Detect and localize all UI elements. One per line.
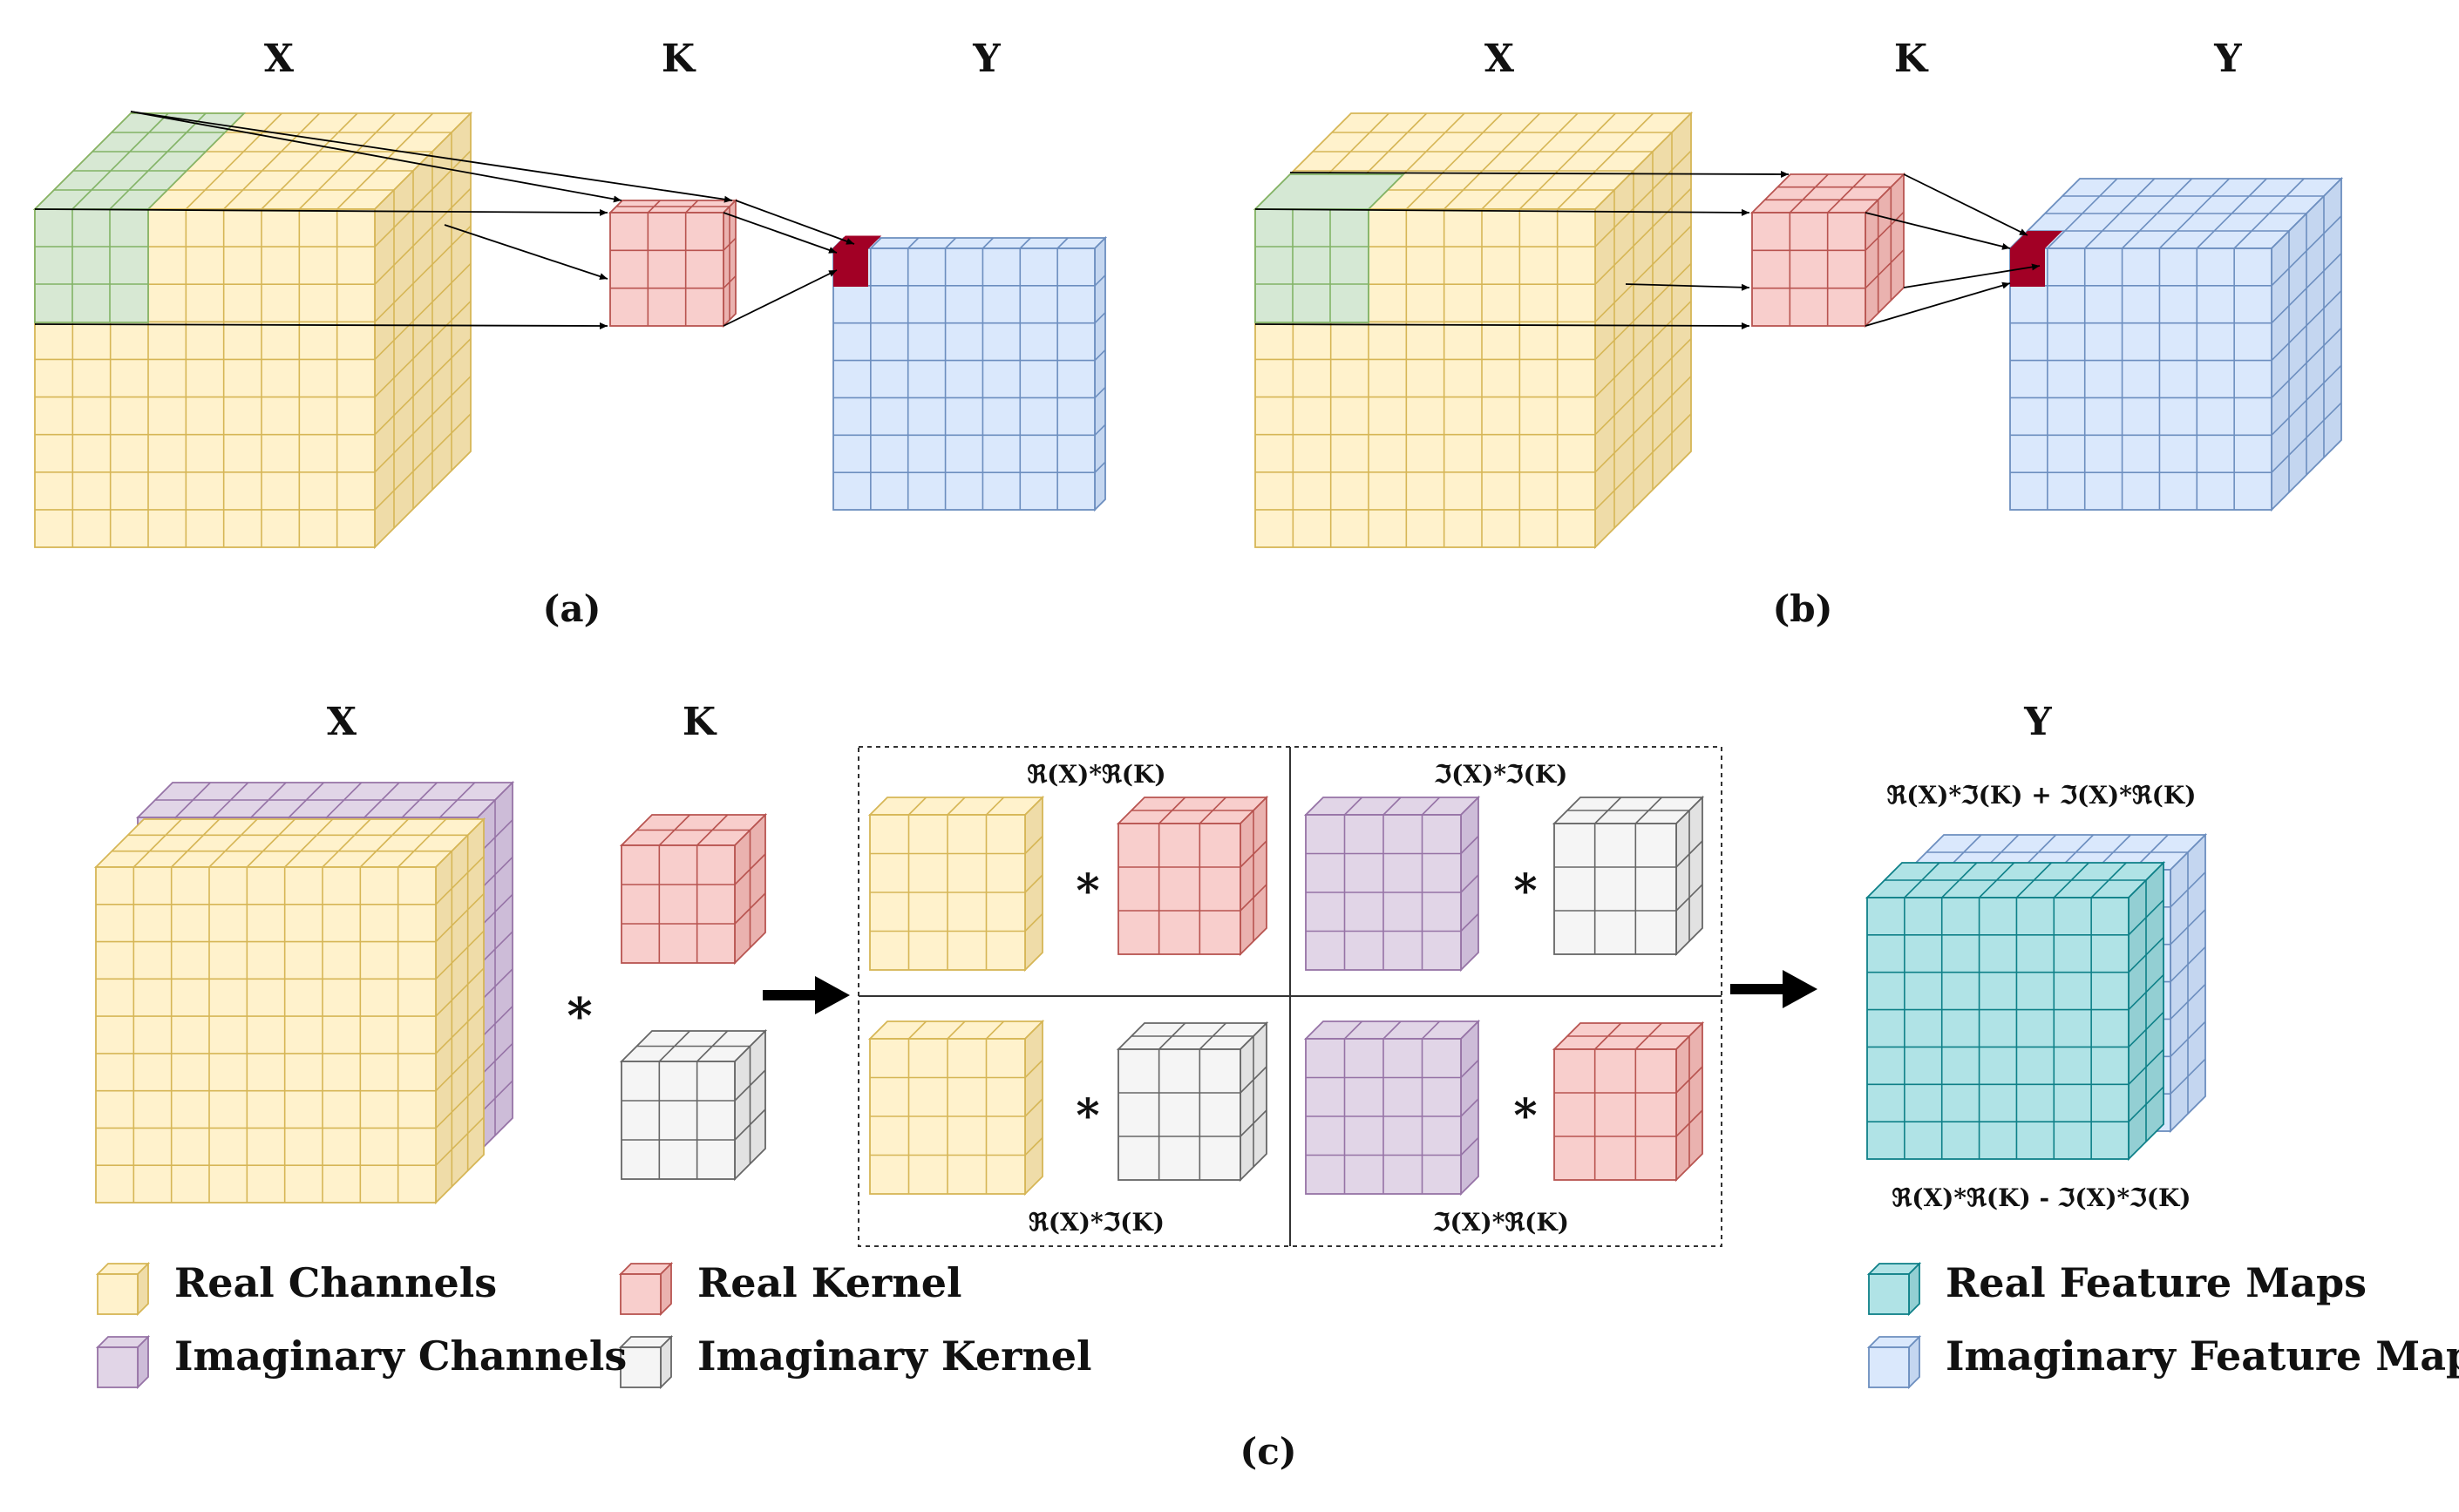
panel-c-real-feature-maps [1865, 860, 2166, 1162]
panel-c-real-kernel [619, 812, 768, 966]
legend-real-feature-maps-swatch [1866, 1261, 1922, 1317]
product-top-left-label: ℜ(X)*ℜ(K) [1027, 760, 1165, 789]
panel-a-arrow-2 [34, 322, 608, 329]
product-br-imag-channels [1303, 1019, 1481, 1197]
panel-b-output-cube [2007, 176, 2344, 512]
legend-imaginary-feature-maps-swatch [1866, 1334, 1922, 1390]
product-bl-imag-kernel [1116, 1020, 1269, 1183]
product-br-real-kernel [1552, 1020, 1705, 1183]
legend-imaginary-feature-maps-label: Imaginary Feature Maps [1946, 1332, 2459, 1380]
panel-b-receptive-field [1253, 173, 1406, 323]
legend-imaginary-channels-label: Imaginary Channels [174, 1332, 627, 1380]
product-tl-real-kernel [1116, 795, 1269, 957]
panel-c-y-label: Y [2023, 700, 2052, 744]
panel-a-k-label: K [662, 37, 696, 81]
panel-c-arrow-to-products [763, 976, 850, 1014]
panel-a-y-label: Y [972, 37, 1001, 81]
panel-a-arrow-7 [735, 200, 855, 245]
panel-b-kernel [1749, 172, 1906, 329]
panel-a-arrow-5 [444, 224, 608, 280]
legend-real-channels-swatch [95, 1261, 151, 1317]
product-tl-real-channels [867, 795, 1045, 973]
product-top-left-star: * [1076, 864, 1099, 918]
panel-a-arrow-8 [723, 269, 838, 327]
panel-a-arrow-3 [130, 111, 622, 203]
panel-b-output-cell-top [2010, 231, 2062, 248]
panel-a-caption: (a) [543, 587, 601, 630]
panel-a-arrow-1 [34, 208, 608, 216]
panel-b-x-label: X [1484, 37, 1515, 81]
product-bottom-left-label: ℜ(X)*ℑ(K) [1029, 1208, 1165, 1237]
panel-c-k-label: K [683, 700, 717, 744]
panel-b-arrow-3 [1289, 170, 1790, 178]
product-bottom-right-star: * [1513, 1089, 1537, 1142]
panel-c-caption: (c) [1240, 1430, 1296, 1473]
panel-a-x-label: X [264, 37, 295, 81]
legend-imaginary-kernel-label: Imaginary Kernel [697, 1332, 1092, 1380]
product-bl-real-channels [867, 1019, 1045, 1197]
panel-c-x-label: X [327, 700, 357, 744]
legend-imaginary-kernel-swatch [618, 1334, 674, 1390]
panel-a-arrow-6 [723, 212, 838, 254]
panel-b-arrow-6 [1903, 173, 2028, 236]
product-tr-imag-kernel [1552, 795, 1705, 957]
panel-a-output-map [831, 235, 1108, 512]
panel-b-arrow-5 [1865, 212, 2011, 250]
panel-a-kernel [608, 198, 738, 329]
panel-c-real-channels [93, 817, 486, 1205]
product-bottom-right-label: ℑ(X)*ℜ(K) [1433, 1208, 1569, 1237]
y-top-formula: ℜ(X)*ℑ(K) + ℑ(X)*ℜ(K) [1887, 781, 2197, 810]
panel-c-imaginary-kernel [619, 1028, 768, 1182]
panel-a-arrow-4 [130, 111, 733, 203]
panel-c-convolution-star: * [567, 987, 592, 1045]
connector-layer [34, 111, 2041, 1014]
legend-real-kernel-label: Real Kernel [697, 1259, 961, 1306]
panel-b-caption: (b) [1772, 587, 1832, 630]
panel-c-arrow-to-output [1730, 970, 1817, 1008]
panel-b-arrow-2 [1254, 322, 1750, 329]
panel-b-arrow-8 [1903, 263, 2041, 288]
shapes-layer [32, 111, 2344, 1390]
panel-b-y-label: Y [2213, 37, 2242, 81]
panel-b-arrow-1 [1254, 208, 1750, 216]
panel-a-receptive-field [32, 112, 247, 323]
product-top-right-star: * [1513, 864, 1537, 918]
panel-b-arrow-4 [1625, 283, 1750, 291]
panel-a-output-cell [833, 248, 868, 287]
y-bottom-formula: ℜ(X)*ℜ(K) - ℑ(X)*ℑ(K) [1892, 1183, 2191, 1212]
panel-b-k-label: K [1894, 37, 1929, 81]
legend-real-feature-maps-label: Real Feature Maps [1946, 1259, 2367, 1306]
legend-real-kernel-swatch [618, 1261, 674, 1317]
panel-b-arrow-7 [1865, 281, 2011, 327]
legend-real-channels-label: Real Channels [174, 1259, 497, 1306]
product-bottom-left-star: * [1076, 1089, 1099, 1142]
product-tr-imag-channels [1303, 795, 1481, 973]
legend-imaginary-channels-swatch [95, 1334, 151, 1390]
product-top-right-label: ℑ(X)*ℑ(K) [1435, 760, 1568, 789]
